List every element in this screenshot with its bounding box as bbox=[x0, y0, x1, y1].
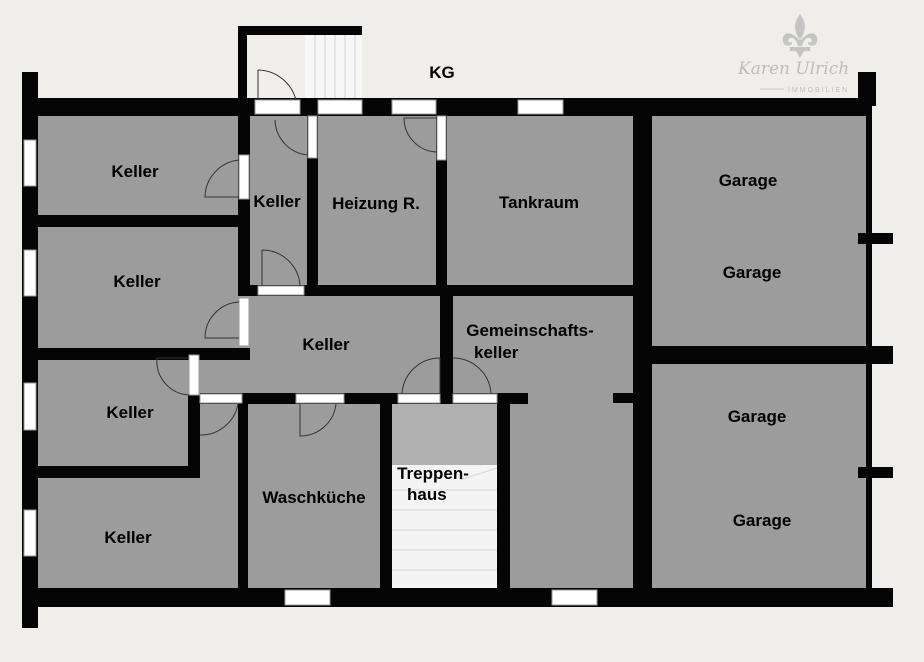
room-keller-4 bbox=[38, 478, 240, 590]
room-labels: KG Keller Keller Heizung R. Tankraum Gar… bbox=[104, 63, 791, 547]
label-keller-1: Keller bbox=[111, 162, 159, 181]
outside-stairs bbox=[305, 34, 362, 98]
label-treppenhaus-1: Treppen- bbox=[397, 464, 469, 483]
label-treppenhaus-2: haus bbox=[407, 485, 447, 504]
label-tankraum: Tankraum bbox=[499, 193, 579, 212]
label-keller-middle: Keller bbox=[302, 335, 350, 354]
label-keller-3: Keller bbox=[106, 403, 154, 422]
label-garage-1a: Garage bbox=[719, 171, 778, 190]
label-garage-1b: Garage bbox=[723, 263, 782, 282]
label-keller-small: Keller bbox=[253, 192, 301, 211]
room-garage-1 bbox=[650, 116, 868, 348]
company-logo: Karen Ulrich IMMOBILIEN bbox=[737, 14, 849, 94]
room-garage-2 bbox=[650, 362, 868, 590]
label-garage-2a: Garage bbox=[728, 407, 787, 426]
logo-subtitle: IMMOBILIEN bbox=[788, 87, 849, 94]
stair-treads bbox=[392, 467, 498, 571]
stair-area bbox=[392, 465, 497, 590]
label-garage-2b: Garage bbox=[733, 511, 792, 530]
room-keller-3 bbox=[38, 360, 190, 468]
label-gemeinschaftskeller-2: keller bbox=[474, 343, 519, 362]
floor-label: KG bbox=[429, 63, 455, 82]
room-heizung bbox=[318, 116, 438, 286]
label-gemeinschaftskeller-1: Gemeinschafts- bbox=[466, 321, 594, 340]
label-heizung: Heizung R. bbox=[332, 194, 420, 213]
logo-name: Karen Ulrich bbox=[737, 59, 849, 79]
label-waschkueche: Waschküche bbox=[262, 488, 365, 507]
walls bbox=[22, 26, 893, 628]
door-swings bbox=[156, 69, 492, 437]
room-keller-4-ext bbox=[198, 400, 240, 480]
room-keller-1 bbox=[38, 116, 238, 216]
label-keller-4: Keller bbox=[104, 528, 152, 547]
fleur-de-lis-icon bbox=[782, 14, 818, 58]
room-keller-small bbox=[248, 116, 308, 292]
room-tankraum bbox=[446, 116, 634, 286]
windows bbox=[23, 99, 598, 606]
label-keller-2: Keller bbox=[113, 272, 161, 291]
